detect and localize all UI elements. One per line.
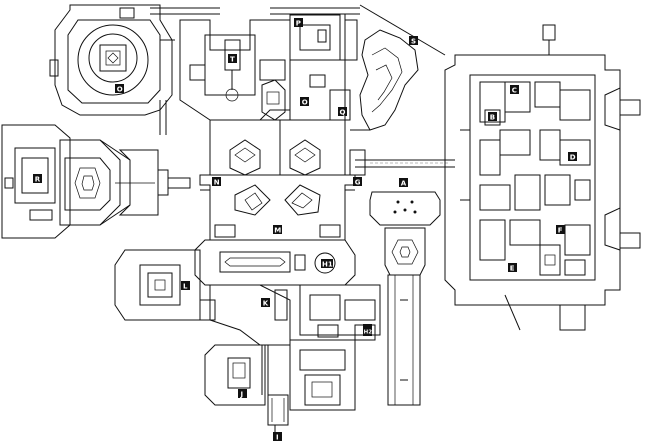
svg-text:K: K bbox=[263, 299, 269, 307]
room-q-complex bbox=[49, 4, 220, 135]
svg-text:O: O bbox=[117, 85, 123, 93]
label-a: A bbox=[399, 178, 408, 187]
svg-text:H2: H2 bbox=[364, 329, 373, 335]
label-p: P bbox=[294, 18, 303, 27]
svg-text:M: M bbox=[274, 226, 281, 234]
label-m: M bbox=[273, 225, 282, 234]
svg-text:H1: H1 bbox=[322, 260, 333, 268]
room-l-k-h-complex bbox=[114, 239, 381, 346]
map-labels: A B C D E F G H1 H2 I J K L M N O O P Q … bbox=[33, 18, 577, 441]
room-t-p-o-complex bbox=[179, 7, 360, 121]
room-east-fortress bbox=[444, 24, 641, 331]
label-t: T bbox=[228, 54, 237, 63]
label-o-1: O bbox=[115, 84, 124, 93]
svg-text:A: A bbox=[401, 179, 407, 187]
room-a-complex bbox=[369, 191, 441, 406]
label-s: S bbox=[409, 36, 418, 45]
label-h2: H2 bbox=[363, 324, 372, 336]
svg-text:C: C bbox=[512, 86, 517, 94]
label-l: L bbox=[181, 281, 190, 290]
label-e: E bbox=[508, 263, 517, 272]
label-o-2: O bbox=[300, 97, 309, 106]
svg-text:N: N bbox=[214, 178, 220, 186]
label-f: F bbox=[556, 225, 565, 234]
label-g: G bbox=[353, 177, 362, 186]
svg-text:Q: Q bbox=[340, 108, 346, 116]
svg-text:I: I bbox=[276, 433, 279, 441]
label-j: J bbox=[238, 389, 247, 398]
corridor-east bbox=[355, 159, 455, 168]
label-r: R bbox=[33, 174, 42, 183]
room-s-cave bbox=[349, 4, 446, 176]
svg-text:B: B bbox=[490, 113, 495, 121]
label-k: K bbox=[261, 298, 270, 307]
label-n: N bbox=[212, 177, 221, 186]
room-r-complex bbox=[1, 124, 191, 239]
svg-text:L: L bbox=[183, 282, 188, 290]
label-b: B bbox=[488, 112, 497, 121]
svg-text:G: G bbox=[355, 178, 361, 186]
svg-text:O: O bbox=[302, 98, 308, 106]
label-h1: H1 bbox=[321, 259, 333, 268]
label-q: Q bbox=[338, 107, 347, 116]
label-i: I bbox=[273, 432, 282, 441]
label-c: C bbox=[510, 85, 519, 94]
svg-text:S: S bbox=[411, 37, 416, 45]
svg-text:E: E bbox=[510, 264, 515, 272]
svg-text:P: P bbox=[296, 19, 301, 27]
svg-text:F: F bbox=[558, 226, 563, 234]
room-m-central-hall bbox=[199, 119, 356, 241]
room-j-i-complex bbox=[204, 339, 356, 432]
svg-text:T: T bbox=[230, 55, 235, 63]
svg-text:D: D bbox=[570, 153, 576, 161]
label-d: D bbox=[568, 152, 577, 161]
svg-text:J: J bbox=[240, 390, 244, 398]
svg-text:R: R bbox=[35, 175, 41, 183]
